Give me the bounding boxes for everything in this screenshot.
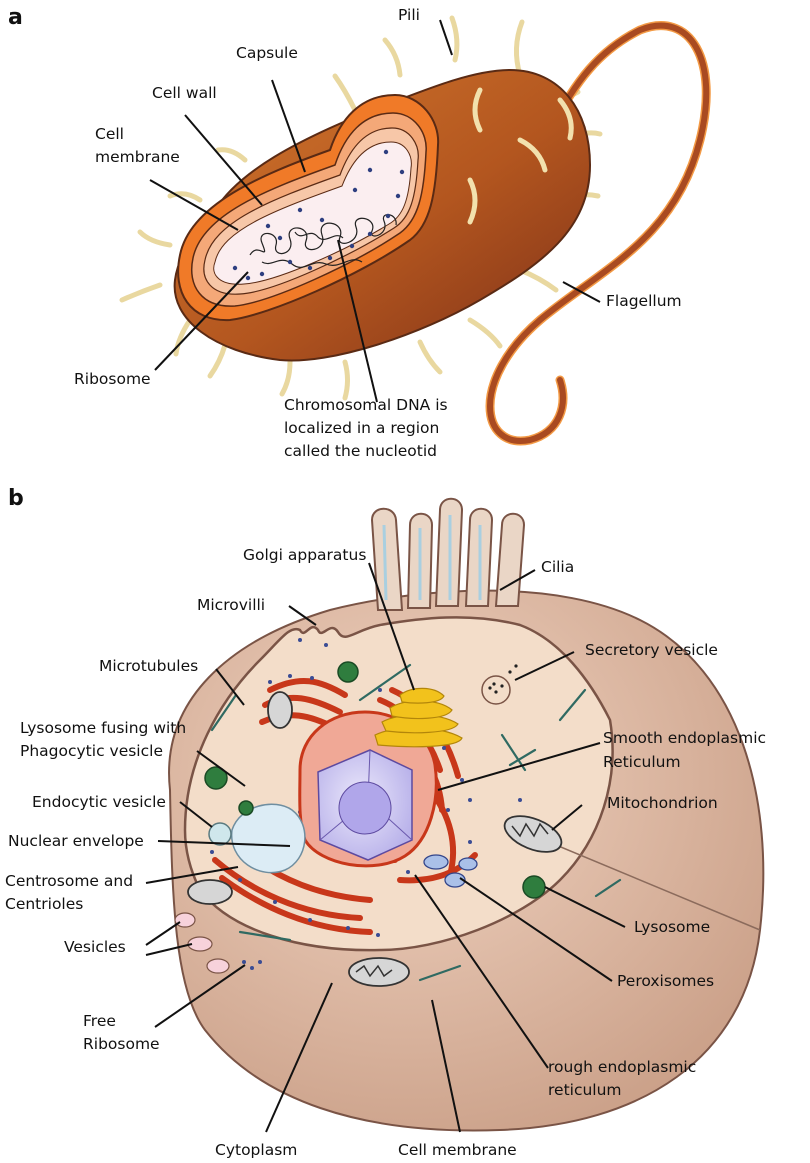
panel-b-letter: b bbox=[8, 486, 24, 511]
label-golgi: Golgi apparatus bbox=[243, 546, 366, 564]
label-peroxisomes: Peroxisomes bbox=[617, 972, 714, 990]
label-centrosome-line2: Centrioles bbox=[5, 895, 83, 913]
label-microtubules: Microtubules bbox=[99, 657, 198, 675]
label-dna-line3: called the nucleotid bbox=[284, 442, 437, 460]
label-cell-membrane-line1: Cell bbox=[95, 125, 124, 143]
label-endocytic-vesicle: Endocytic vesicle bbox=[32, 793, 166, 811]
label-cilia: Cilia bbox=[541, 558, 574, 576]
label-rough-er-line1: rough endoplasmic bbox=[548, 1058, 696, 1076]
nucleolus bbox=[339, 782, 391, 834]
label-vesicles: Vesicles bbox=[64, 938, 126, 956]
label-cell-membrane: Cell membrane bbox=[398, 1141, 517, 1159]
panel-a: a bbox=[8, 5, 706, 460]
label-cell-membrane-line2: membrane bbox=[95, 148, 180, 166]
label-flagellum: Flagellum bbox=[606, 292, 682, 310]
label-free-ribosome-line1: Free bbox=[83, 1012, 116, 1030]
label-cell-wall: Cell wall bbox=[152, 84, 217, 102]
label-secretory-vesicle: Secretory vesicle bbox=[585, 641, 718, 659]
label-dna-line2: localized in a region bbox=[284, 419, 439, 437]
label-smooth-er-line2: Reticulum bbox=[603, 753, 681, 771]
label-capsule: Capsule bbox=[236, 44, 298, 62]
label-rough-er-line2: reticulum bbox=[548, 1081, 622, 1099]
label-smooth-er-line1: Smooth endoplasmic bbox=[603, 729, 766, 747]
label-ribosome: Ribosome bbox=[74, 370, 151, 388]
label-lysosome-fusing-line2: Phagocytic vesicle bbox=[20, 742, 163, 760]
label-cytoplasm: Cytoplasm bbox=[215, 1141, 297, 1159]
label-free-ribosome-line2: Ribosome bbox=[83, 1035, 160, 1053]
label-microvilli: Microvilli bbox=[197, 596, 265, 614]
label-lysosome: Lysosome bbox=[634, 918, 710, 936]
label-lysosome-fusing-line1: Lysosome fusing with bbox=[20, 719, 186, 737]
label-nuclear-envelope: Nuclear envelope bbox=[8, 832, 144, 850]
label-pili: Pili bbox=[398, 6, 420, 24]
cilia-group bbox=[372, 499, 524, 610]
label-mitochondrion: Mitochondrion bbox=[607, 794, 718, 812]
label-centrosome-line1: Centrosome and bbox=[5, 872, 133, 890]
label-dna-line1: Chromosomal DNA is bbox=[284, 396, 448, 414]
panel-b: b bbox=[5, 486, 766, 1159]
panel-a-letter: a bbox=[8, 5, 23, 30]
